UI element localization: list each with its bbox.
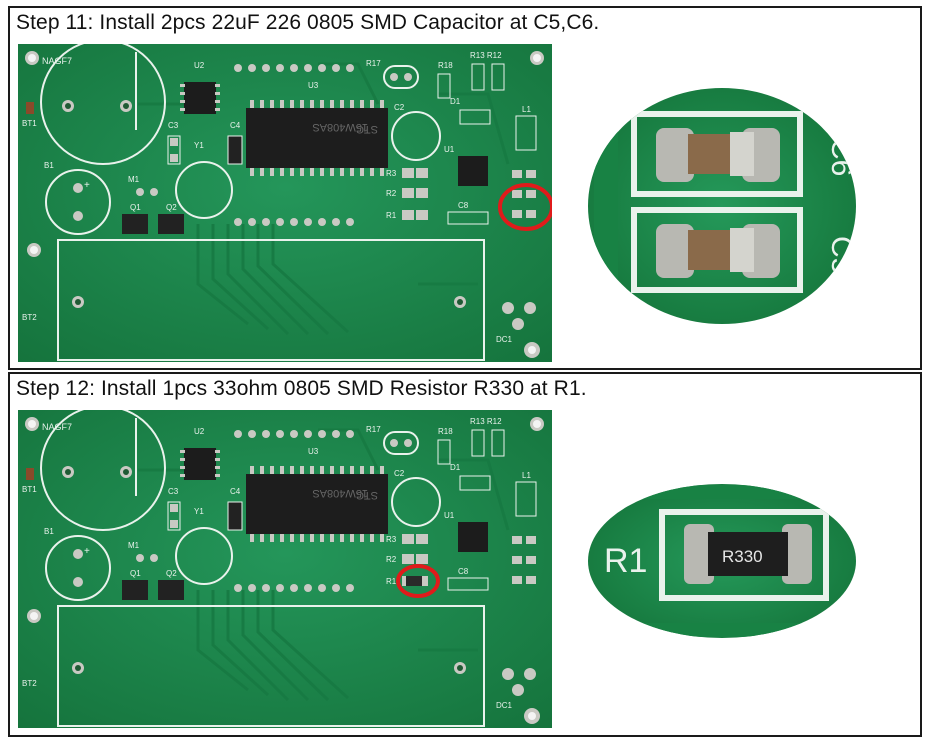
highlight-circle-c5-c6 (498, 183, 552, 231)
chip-marking: 15W408AS (312, 487, 368, 499)
pcb-board-photo: 15W408AS STC (18, 410, 552, 728)
zoom-label-r1: R1 (604, 542, 647, 580)
resistor-marking: R330 (722, 547, 763, 566)
zoom-c5-c6: C6 C5 (588, 88, 858, 324)
chip-marking: 15W408AS (312, 121, 368, 133)
step-12-title: Step 12: Install 1pcs 33ohm 0805 SMD Res… (16, 377, 587, 400)
chip-brand: STC (356, 123, 378, 135)
pcb-board-photo: 15W408AS STC (18, 44, 552, 362)
step-11-title: Step 11: Install 2pcs 22uF 226 0805 SMD … (16, 11, 600, 34)
highlight-circle-r1 (396, 564, 440, 598)
step-12-panel: Step 12: Install 1pcs 33ohm 0805 SMD Res… (8, 372, 922, 737)
chip-brand: STC (356, 489, 378, 501)
zoom-r1: R330 R1 (588, 484, 856, 638)
zoom-label-c6: C6 (825, 138, 858, 176)
zoom-label-c5: C5 (825, 236, 858, 274)
step-11-panel: Step 11: Install 2pcs 22uF 226 0805 SMD … (8, 6, 922, 370)
